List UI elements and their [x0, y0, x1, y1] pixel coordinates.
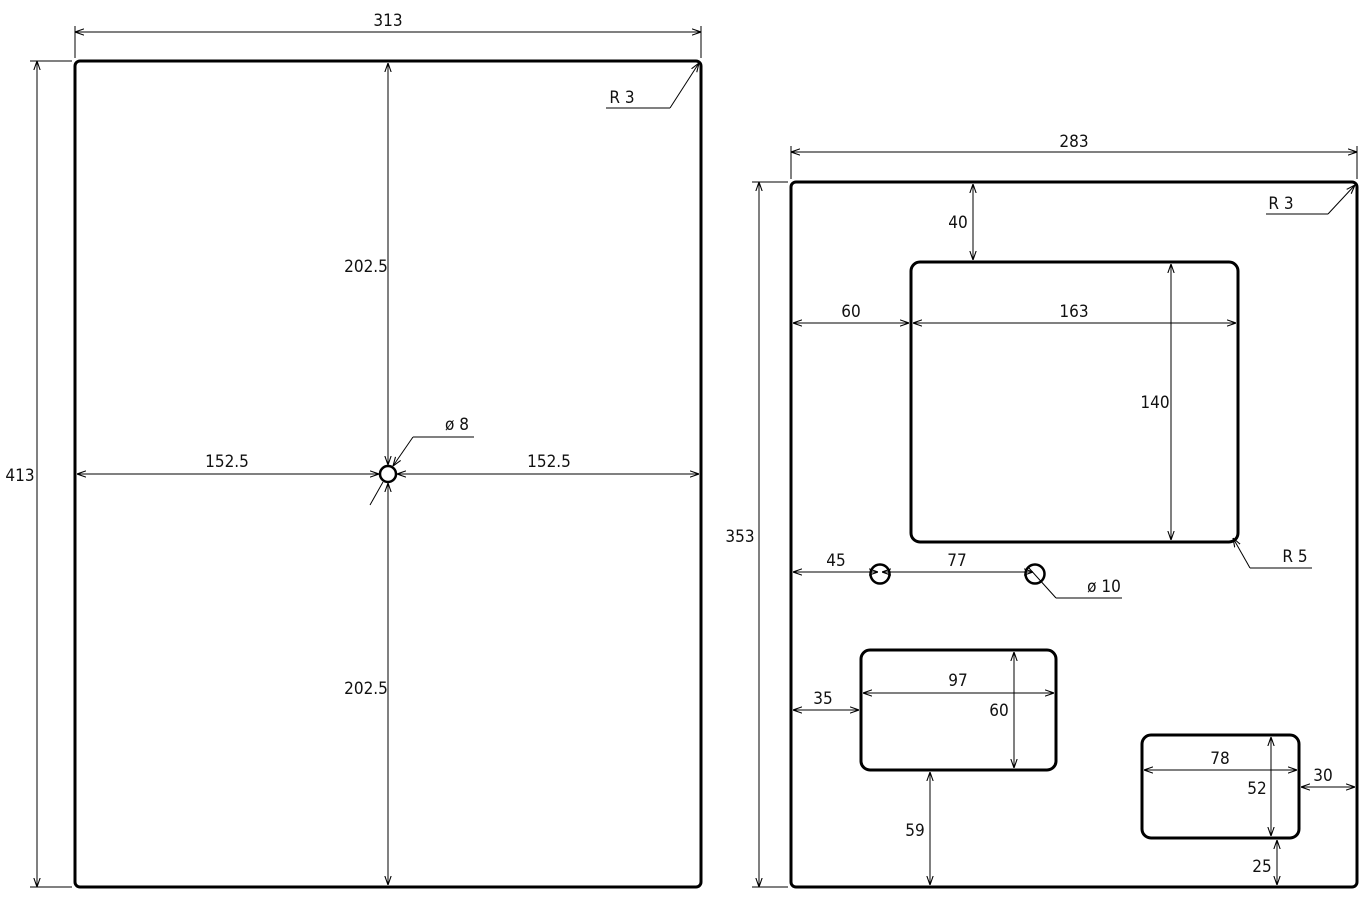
window-width-label: 163	[1059, 302, 1088, 322]
top-offset-label: 202.5	[344, 257, 388, 277]
cutout-right-height-label: 52	[1247, 779, 1266, 799]
cutout-right-width-label: 78	[1210, 749, 1229, 769]
cutout-right	[1140, 733, 1301, 840]
left-panel-outline	[73, 59, 703, 889]
left-height-label: 413	[5, 466, 34, 486]
right-height-label: 353	[725, 527, 754, 547]
window-radius-label: R 5	[1282, 547, 1307, 567]
right-width-label: 283	[1059, 132, 1088, 152]
hole-first-offset-label: 45	[826, 551, 845, 571]
window-left-offset-label: 60	[841, 302, 860, 322]
cutout-left-offset-label: 35	[813, 689, 832, 709]
hole-spacing-label: 77	[947, 551, 966, 571]
left-hole-label: ø 8	[445, 415, 469, 435]
window-radius-leader	[1233, 538, 1251, 569]
left-radius-label: R 3	[609, 88, 634, 108]
cutout-left-width-label: 97	[948, 671, 967, 691]
right-panel-outline	[789, 180, 1359, 889]
left-radius-leader	[669, 63, 699, 109]
cutout-left-height-label: 60	[989, 701, 1008, 721]
right-radius-label: R 3	[1268, 194, 1293, 214]
left-width-label: 313	[373, 11, 402, 31]
hole-diameter-leader	[1027, 566, 1057, 599]
left-center-hole	[378, 464, 398, 484]
left-offset-label: 152.5	[205, 452, 249, 472]
left-hole-leader-top	[393, 436, 414, 466]
cutout-left	[859, 648, 1058, 772]
window-top-offset-label: 40	[948, 213, 967, 233]
cutout-left-bottom-label: 59	[905, 821, 924, 841]
left-panel: 313 413 R 3 ø 8 152.5 152.5 202.5 202.5	[5, 11, 703, 889]
hole-diameter-label: ø 10	[1087, 577, 1121, 597]
right-offset-label: 152.5	[527, 452, 571, 472]
right-panel: 283 353 R 3 40 60 163 140 R 5 45 77 ø 10	[725, 132, 1359, 889]
bottom-offset-label: 202.5	[344, 679, 388, 699]
window-cutout	[909, 260, 1240, 544]
left-hole-leader	[369, 481, 384, 506]
hole-left	[869, 563, 891, 585]
cutout-right-offset-label: 30	[1313, 766, 1332, 786]
right-radius-leader	[1327, 185, 1355, 215]
window-height-label: 140	[1140, 393, 1169, 413]
cutout-right-bottom-label: 25	[1252, 857, 1271, 877]
